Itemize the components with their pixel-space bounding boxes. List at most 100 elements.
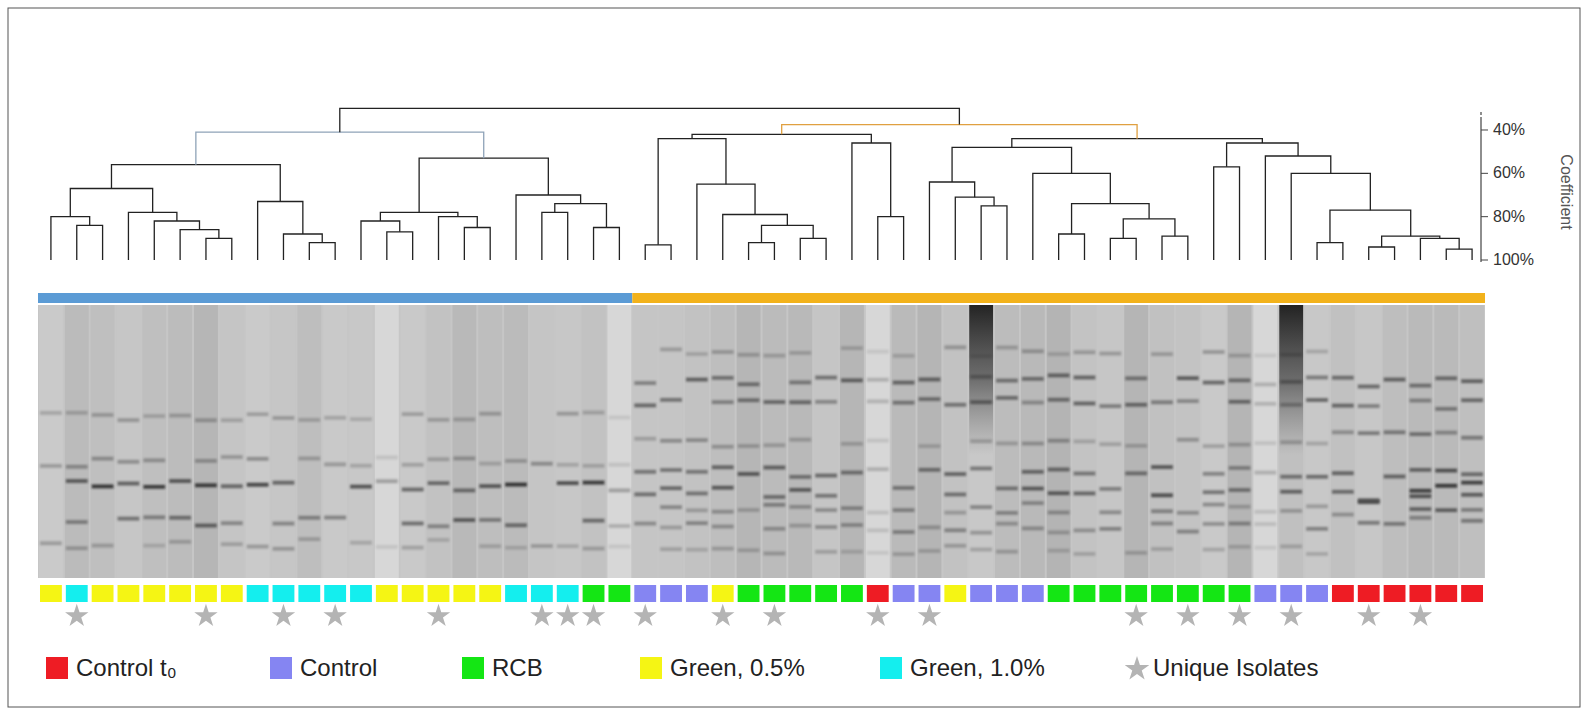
lane-square bbox=[143, 585, 165, 602]
gel-band bbox=[919, 549, 941, 553]
gel-band bbox=[686, 508, 708, 512]
gel-band bbox=[634, 492, 656, 496]
gel-band bbox=[247, 545, 269, 549]
star-symbol bbox=[711, 604, 734, 626]
cluster-bar bbox=[38, 293, 632, 303]
gel-band bbox=[92, 544, 114, 548]
gel-band bbox=[1461, 508, 1483, 512]
lane-square bbox=[686, 585, 708, 602]
lane-square bbox=[66, 585, 88, 602]
gel-band bbox=[273, 547, 295, 551]
gel-band bbox=[350, 464, 372, 468]
gel-band bbox=[634, 522, 656, 526]
gel-band bbox=[1332, 513, 1354, 517]
gel-band bbox=[1332, 376, 1354, 380]
gel-band bbox=[66, 465, 88, 469]
gel-band bbox=[660, 505, 682, 509]
gel-lane bbox=[659, 305, 683, 578]
star-symbol bbox=[634, 604, 657, 626]
gel-band bbox=[712, 525, 734, 529]
gel-band bbox=[1074, 401, 1096, 405]
dendrogram-branch bbox=[1227, 143, 1298, 167]
gel-band bbox=[324, 462, 346, 466]
dendrogram-branch bbox=[929, 182, 974, 260]
gel-band bbox=[428, 481, 450, 485]
gel-band bbox=[1177, 376, 1199, 380]
gel-band bbox=[479, 462, 501, 466]
gel-band bbox=[92, 484, 114, 488]
gel-band bbox=[1074, 471, 1096, 475]
gel-band bbox=[428, 418, 450, 422]
gel-lane bbox=[1408, 305, 1432, 578]
lane-square bbox=[118, 585, 140, 602]
gel-band bbox=[169, 516, 191, 520]
gel-band bbox=[1022, 349, 1044, 353]
gel-band bbox=[1048, 439, 1070, 443]
gel-band bbox=[1409, 432, 1431, 436]
gel-band bbox=[583, 464, 605, 468]
gel-band bbox=[221, 521, 243, 525]
gel-band bbox=[118, 482, 140, 486]
lane-square bbox=[893, 585, 915, 602]
dendrogram-branch bbox=[1265, 156, 1330, 260]
gel-band bbox=[1435, 376, 1457, 380]
legend-swatch bbox=[880, 657, 902, 679]
gel-band bbox=[1358, 500, 1380, 504]
gel-band bbox=[841, 550, 863, 554]
gel-band bbox=[1099, 527, 1121, 531]
legend-text: Unique Isolates bbox=[1153, 654, 1318, 682]
gel-band bbox=[1099, 510, 1121, 514]
star-symbol bbox=[763, 604, 786, 626]
gel-band bbox=[970, 505, 992, 509]
axis-tick bbox=[1481, 129, 1488, 130]
gel-band bbox=[608, 463, 630, 467]
gel-band bbox=[583, 481, 605, 485]
gel-band bbox=[453, 488, 475, 492]
gel-band bbox=[143, 414, 165, 418]
gel-band bbox=[919, 525, 941, 529]
gel-band bbox=[1332, 404, 1354, 408]
gel-lane bbox=[452, 305, 476, 578]
gel-band bbox=[1306, 475, 1328, 479]
gel-lane bbox=[763, 305, 787, 578]
gel-lane bbox=[220, 305, 244, 578]
gel-band bbox=[1048, 398, 1070, 402]
gel-band bbox=[505, 459, 527, 463]
gel-band bbox=[428, 457, 450, 461]
dendrogram-branch bbox=[196, 132, 484, 165]
gel-band bbox=[841, 523, 863, 527]
gel-band bbox=[815, 550, 837, 554]
gel-band bbox=[583, 547, 605, 551]
gel-band bbox=[660, 525, 682, 529]
dendrogram-branch bbox=[852, 143, 891, 260]
gel-band bbox=[970, 466, 992, 470]
axis-tick bbox=[1481, 173, 1488, 174]
gel-band bbox=[1384, 378, 1406, 382]
gel-band bbox=[867, 378, 889, 382]
lane-square bbox=[970, 585, 992, 602]
gel-band bbox=[118, 517, 140, 521]
gel-band bbox=[298, 456, 320, 460]
gel-band bbox=[247, 412, 269, 416]
dendrogram-branch bbox=[361, 221, 400, 260]
gel-band bbox=[686, 548, 708, 552]
gel-band bbox=[944, 511, 966, 515]
gel-band bbox=[221, 484, 243, 488]
gel-band bbox=[1254, 353, 1276, 357]
lane-square bbox=[634, 585, 656, 602]
gel-band bbox=[1203, 381, 1225, 385]
dendrogram-branch bbox=[645, 245, 671, 260]
gel-lane bbox=[892, 305, 916, 578]
gel-band bbox=[1177, 511, 1199, 515]
gel-band bbox=[686, 352, 708, 356]
gel-band bbox=[1280, 544, 1302, 548]
gel-band bbox=[1074, 491, 1096, 495]
lane-square bbox=[298, 585, 320, 602]
gel-band bbox=[1203, 548, 1225, 552]
gel-band bbox=[1435, 484, 1457, 488]
gel-band bbox=[738, 472, 760, 476]
gel-band bbox=[815, 474, 837, 478]
gel-lane bbox=[969, 305, 993, 578]
gel-band bbox=[169, 479, 191, 483]
gel-lane bbox=[142, 305, 166, 578]
